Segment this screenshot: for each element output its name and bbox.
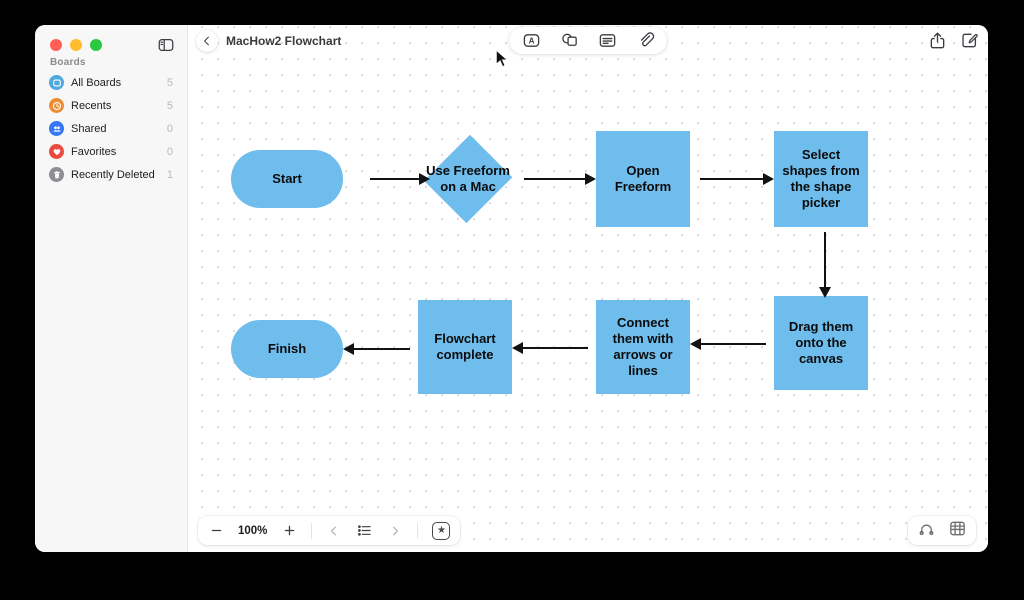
minimize-window-button[interactable] — [70, 39, 82, 51]
sidebar-item-count: 0 — [166, 145, 173, 158]
sticky-note-tool-icon[interactable] — [597, 31, 617, 51]
sidebar-item-count: 1 — [166, 168, 173, 181]
chevron-left-icon[interactable] — [326, 521, 342, 541]
connector-arc-icon[interactable] — [917, 519, 936, 543]
new-board-icon[interactable] — [958, 29, 980, 51]
zoom-window-button[interactable] — [90, 39, 102, 51]
sidebar-item-label: All Boards — [71, 76, 122, 89]
sidebar-item-recents[interactable]: Recents 5 — [41, 94, 181, 117]
node-label: Use Freeform on a Mac — [426, 162, 510, 194]
arrowhead — [512, 342, 523, 354]
node-label: Open Freeform — [614, 162, 672, 194]
sidebar-toggle-icon[interactable] — [155, 34, 177, 56]
flowchart-node-start[interactable]: Start — [231, 150, 343, 208]
list-icon[interactable] — [356, 521, 373, 541]
arrowhead — [585, 173, 596, 185]
arrowhead — [343, 343, 354, 355]
arrowhead — [763, 173, 774, 185]
arrowhead — [419, 173, 430, 185]
recents-clock-icon — [49, 98, 64, 113]
recently-deleted-trash-icon — [49, 167, 64, 182]
flowchart-arrow[interactable] — [524, 173, 596, 185]
text-style-tool-icon[interactable]: A — [521, 31, 541, 51]
star-badge-icon: ★ — [432, 521, 451, 540]
zoom-toolbar: 100% ★ — [198, 516, 461, 545]
zoom-in-button[interactable] — [281, 521, 297, 541]
node-label: Start — [272, 170, 302, 186]
node-label: Drag them onto the canvas — [788, 318, 854, 367]
mouse-pointer-icon — [494, 48, 510, 74]
footer-nav-icons — [326, 521, 403, 541]
canvas[interactable]: MacHow2 Flowchart A Start Use Freeform on… — [188, 25, 988, 552]
svg-text:A: A — [528, 37, 534, 46]
back-button[interactable] — [196, 30, 218, 52]
node-label: Flowchart complete — [434, 330, 496, 362]
flowchart-arrow[interactable] — [819, 232, 831, 298]
close-window-button[interactable] — [50, 39, 62, 51]
flowchart-arrow[interactable] — [512, 342, 588, 354]
sidebar-item-shared[interactable]: Shared 0 — [41, 117, 181, 140]
boards-section-label: Boards — [50, 57, 86, 68]
flowchart-node-open-freeform[interactable]: Open Freeform — [596, 131, 690, 227]
flowchart-node-select-shapes[interactable]: Select shapes from the shape picker — [774, 131, 868, 227]
sidebar-item-count: 5 — [166, 76, 173, 89]
shared-people-icon — [49, 121, 64, 136]
flowchart-node-use-freeform[interactable]: Use Freeform on a Mac — [423, 131, 513, 227]
sidebar-item-label: Shared — [71, 122, 107, 135]
grid-icon[interactable] — [948, 519, 967, 543]
share-icon[interactable] — [926, 29, 948, 51]
arrowhead — [819, 287, 831, 298]
sidebar-item-count: 5 — [166, 99, 173, 112]
chevron-right-icon[interactable] — [387, 521, 403, 541]
sidebar-item-label: Recently Deleted — [71, 168, 155, 181]
flowchart-node-finish[interactable]: Finish — [231, 320, 343, 378]
node-label: Select shapes from the shape picker — [782, 146, 860, 211]
divider — [417, 522, 419, 539]
divider — [311, 522, 313, 539]
sidebar-item-label: Favorites — [71, 145, 117, 158]
traffic-lights — [50, 39, 102, 51]
board-title: MacHow2 Flowchart — [226, 34, 342, 48]
flowchart-arrow[interactable] — [343, 343, 410, 355]
flowchart-arrow[interactable] — [370, 173, 430, 185]
insert-toolbar: A — [509, 27, 667, 54]
arrowhead — [690, 338, 701, 350]
window-actions — [926, 29, 980, 51]
sidebar-item-favorites[interactable]: Favorites 0 — [41, 140, 181, 163]
all-boards-icon — [49, 75, 64, 90]
sidebar-item-recently-deleted[interactable]: Recently Deleted 1 — [41, 163, 181, 186]
flowchart-arrow[interactable] — [690, 338, 766, 350]
sidebar-item-count: 0 — [166, 122, 173, 135]
flowchart-arrow[interactable] — [700, 173, 774, 185]
flowchart-node-flowchart-complete[interactable]: Flowchart complete — [418, 300, 512, 394]
flowchart-node-drag-them[interactable]: Drag them onto the canvas — [774, 296, 868, 390]
node-label: Connect them with arrows or lines — [612, 314, 674, 379]
zoom-level[interactable]: 100% — [238, 524, 268, 537]
shapes-tool-icon[interactable] — [559, 31, 579, 51]
flowchart-node-connect-them[interactable]: Connect them with arrows or lines — [596, 300, 690, 394]
sidebar-item-all-boards[interactable]: All Boards 5 — [41, 71, 181, 94]
sidebar-item-label: Recents — [71, 99, 112, 112]
zoom-out-button[interactable] — [208, 521, 224, 541]
favorite-board-button[interactable]: ★ — [432, 521, 451, 541]
attachment-paperclip-icon[interactable] — [635, 31, 655, 51]
favorites-heart-icon — [49, 144, 64, 159]
bottom-right-toolbar — [908, 516, 976, 545]
node-label: Finish — [267, 340, 307, 356]
